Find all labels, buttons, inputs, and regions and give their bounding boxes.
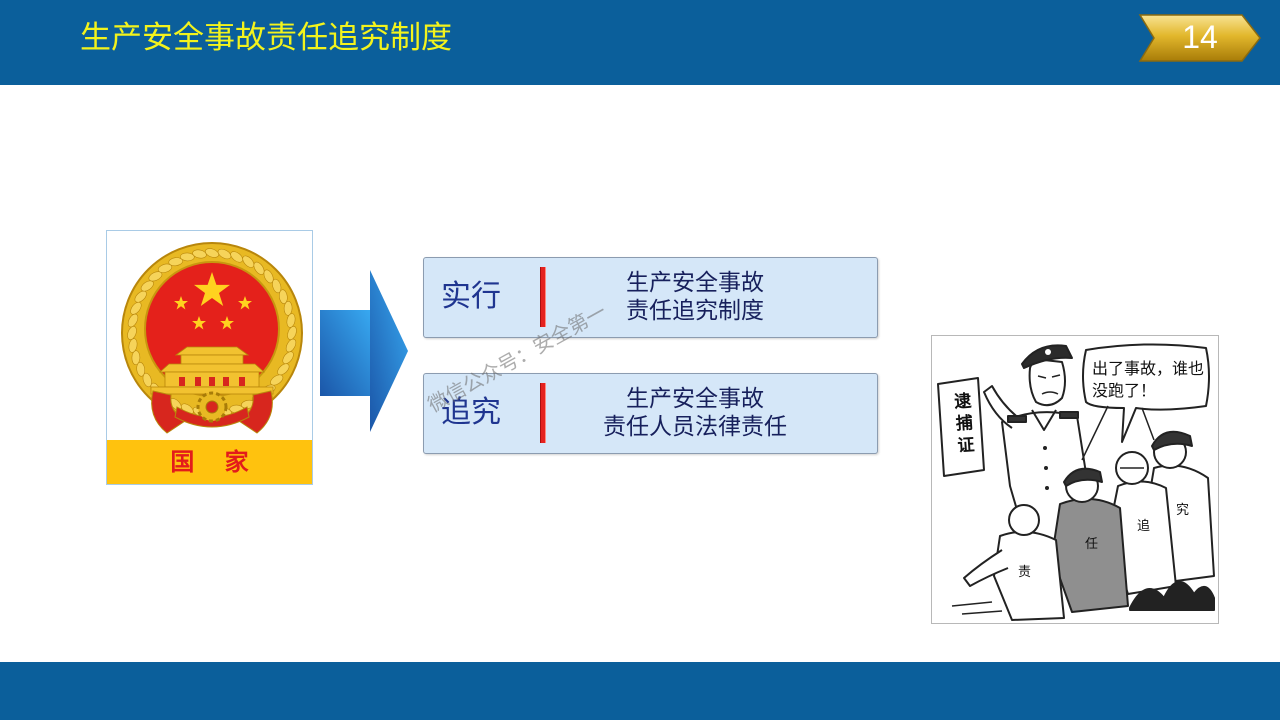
emblem-graphic xyxy=(121,242,303,434)
emblem-caption: 国 家 xyxy=(107,440,312,484)
crowd-figure xyxy=(963,504,1065,621)
wheat-grain xyxy=(130,301,142,315)
wheat-grain xyxy=(230,251,244,263)
wheat-grain xyxy=(287,325,297,341)
national-emblem: 国 家 xyxy=(106,230,313,485)
arrow-shaft xyxy=(320,310,372,396)
arrow-head xyxy=(370,270,408,432)
step-action-label: 追究 xyxy=(441,395,501,430)
wheat-grain xyxy=(263,269,274,284)
wheat-grain xyxy=(168,257,183,267)
wheat-grain xyxy=(157,263,173,273)
wheat-grain xyxy=(285,338,297,353)
wheat-grain xyxy=(272,278,282,294)
wheat-grain xyxy=(180,252,195,262)
gear-icon xyxy=(196,391,228,423)
wheat-grain xyxy=(142,372,152,388)
step-action-label: 实行 xyxy=(441,279,501,314)
wheat-grain xyxy=(278,289,288,304)
wheat-grain xyxy=(286,313,296,328)
crowd-figure xyxy=(1051,467,1129,613)
right-arrow-icon xyxy=(320,270,408,432)
wheat-grain xyxy=(127,313,139,328)
figure-label: 责 xyxy=(1018,565,1031,580)
figure-label: 追 xyxy=(1137,518,1150,534)
step-description-line: 责任追究制度 xyxy=(626,298,764,324)
figure-label: 任 xyxy=(1085,537,1098,552)
large-star-icon xyxy=(194,272,230,306)
cartoon-graphic: 出了事故，谁也 没跑了！ 责 任 追 究 xyxy=(937,343,1215,621)
wheat-grain xyxy=(204,248,220,258)
speech-bubble xyxy=(1082,343,1210,443)
step-description-line: 生产安全事故 xyxy=(626,386,764,412)
wheat-grain xyxy=(253,261,265,275)
speech-text-line: 没跑了！ xyxy=(1092,381,1156,400)
grass xyxy=(1129,581,1215,611)
wheat-grain xyxy=(217,248,232,260)
small-stars xyxy=(174,296,252,330)
slide-number: 14 xyxy=(1182,19,1218,55)
wheat-grain xyxy=(131,350,141,365)
cartoon-illustration: 出了事故，谁也 没跑了！ 责 任 追 究 逮捕证 xyxy=(931,335,1219,624)
warrant-label: 逮捕证 xyxy=(949,391,975,459)
wheat-grain xyxy=(270,374,284,386)
wheat-grain xyxy=(140,280,154,292)
small-star-icon xyxy=(238,296,252,310)
gate-doors xyxy=(179,377,245,386)
red-ribbon-center xyxy=(174,406,250,428)
wheat-grain xyxy=(192,249,207,259)
speech-text-line: 出了事故，谁也 xyxy=(1092,359,1204,378)
footer-bar xyxy=(0,662,1280,720)
small-star-icon xyxy=(192,316,206,330)
warrant-paper xyxy=(937,377,985,477)
step-description: 生产安全事故 责任追究制度 xyxy=(548,269,842,325)
wheat-grain xyxy=(282,351,294,365)
small-star-icon xyxy=(174,296,188,310)
step-description-line: 责任人员法律责任 xyxy=(603,414,787,440)
slide-number-badge: 14 xyxy=(1138,14,1262,62)
slide-title: 生产安全事故责任追究制度 xyxy=(80,20,452,56)
wheat-grain xyxy=(134,290,147,303)
small-star-icon xyxy=(220,316,234,330)
wheat-grain xyxy=(242,255,255,268)
figure-label: 究 xyxy=(1176,503,1189,518)
header-bar: 生产安全事故责任追究制度 14 xyxy=(0,0,1280,85)
wheat-grain xyxy=(127,325,137,341)
wheat-grain xyxy=(128,338,138,353)
wheat-grain xyxy=(277,363,290,376)
wheat-grain xyxy=(148,271,163,282)
step-description-line: 生产安全事故 xyxy=(626,270,764,296)
step-divider xyxy=(540,267,546,327)
badge-chevron-icon xyxy=(1138,14,1261,62)
step-box-investigate: 追究 生产安全事故 责任人员法律责任 xyxy=(423,373,878,454)
wheat-grain xyxy=(136,362,146,377)
wheat-grain xyxy=(283,301,293,316)
step-box-implement: 实行 生产安全事故 责任追究制度 xyxy=(423,257,878,338)
step-description: 生产安全事故 责任人员法律责任 xyxy=(548,385,842,441)
step-divider xyxy=(540,383,546,443)
